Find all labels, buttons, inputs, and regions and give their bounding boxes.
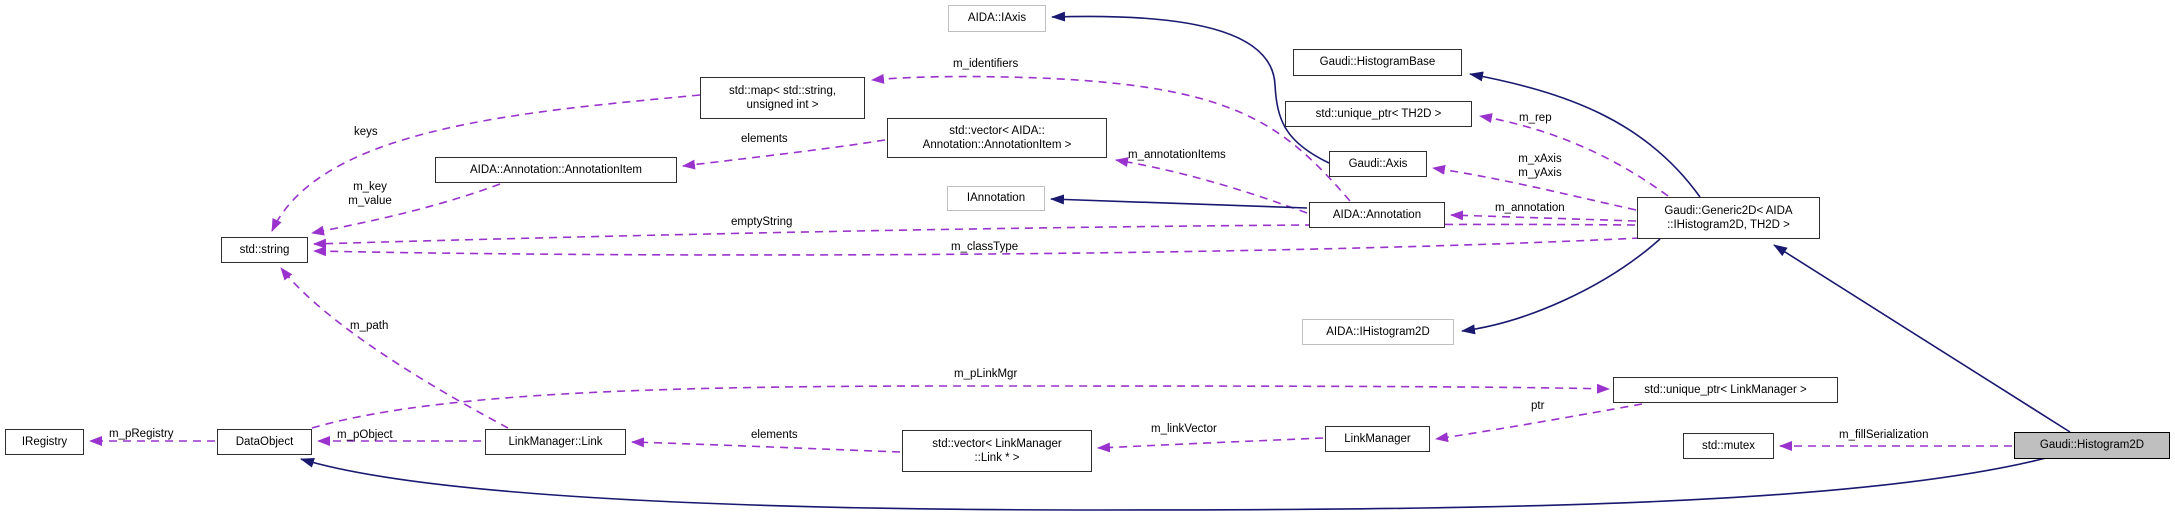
edge-elements-bottom	[631, 437, 901, 453]
node-gaudi-generic2d[interactable]: Gaudi::Generic2D< AIDA ::IHistogram2D, T…	[1637, 197, 1820, 239]
node-std-map[interactable]: std::map< std::string, unsigned int >	[700, 77, 865, 119]
edge-label-emptystring: emptyString	[731, 216, 793, 228]
edge-label-m-identifiers: m_identifiers	[953, 58, 1019, 70]
edge-generic2d-inherits-histogrambase	[1469, 71, 1701, 198]
node-std-vector-link[interactable]: std::vector< LinkManager ::Link * >	[902, 430, 1092, 472]
node-linkmanager[interactable]: LinkManager	[1325, 426, 1430, 452]
edge-label-keys: keys	[354, 126, 378, 138]
node-aida-annotation[interactable]: AIDA::Annotation	[1309, 202, 1445, 228]
node-std-string[interactable]: std::string	[221, 237, 308, 263]
edge-elements-top	[682, 139, 886, 170]
edge-label-m-path: m_path	[350, 320, 389, 332]
edge-label-m-fillserialization: m_fillSerialization	[1839, 429, 1929, 441]
edge-m-annotationitems	[1115, 157, 1308, 214]
node-aida-iaxis[interactable]: AIDA::IAxis	[948, 5, 1046, 32]
node-dataobject[interactable]: DataObject	[217, 429, 312, 455]
edge-m-rep	[1479, 113, 1669, 197]
edge-label-m-pobject: m_pObject	[337, 429, 393, 441]
edge-m-xaxis-m-yaxis	[1432, 164, 1637, 211]
edge-generic2d-inherits-ihistogram2d	[1461, 238, 1661, 335]
edge-label-ptr: ptr	[1531, 400, 1545, 412]
edge-histogram2d-inherits-generic2d	[1773, 244, 2071, 433]
edge-label-m-annotation: m_annotation	[1495, 202, 1565, 214]
node-std-unique-ptr-linkmanager[interactable]: std::unique_ptr< LinkManager >	[1613, 377, 1838, 403]
edge-label-elements-bottom: elements	[751, 429, 798, 441]
edge-label-m-classtype: m_classType	[951, 241, 1019, 253]
edge-label-m-plinkmgr: m_pLinkMgr	[954, 368, 1018, 380]
edge-label-m-key-m-value: m_key m_value	[348, 181, 392, 207]
node-iregistry[interactable]: IRegistry	[5, 429, 84, 455]
edge-axis-inherits-iaxis	[1051, 11, 1330, 164]
edge-m-linkvector	[1097, 437, 1324, 453]
node-std-vector-annotationitem[interactable]: std::vector< AIDA:: Annotation::Annotati…	[887, 118, 1107, 158]
node-aida-ihistogram2d[interactable]: AIDA::IHistogram2D	[1302, 319, 1454, 345]
node-gaudi-histogrambase[interactable]: Gaudi::HistogramBase	[1293, 49, 1462, 76]
edge-ptr	[1435, 403, 1643, 443]
edge-label-m-annotationitems: m_annotationItems	[1128, 149, 1226, 161]
node-gaudi-histogram2d[interactable]: Gaudi::Histogram2D	[2014, 432, 2170, 459]
node-gaudi-axis[interactable]: Gaudi::Axis	[1329, 151, 1427, 177]
edge-m-path	[280, 267, 509, 429]
edge-label-m-rep: m_rep	[1519, 112, 1552, 124]
edge-m-plinkmgr	[311, 383, 1610, 429]
node-linkmanager-link[interactable]: LinkManager::Link	[485, 429, 626, 455]
edge-keys	[271, 94, 701, 232]
edge-histogram2d-inherits-dataobject	[300, 457, 2047, 511]
edge-annotation-inherits-iannotation	[1050, 194, 1308, 209]
edge-m-classtype	[313, 237, 1641, 257]
edge-m-annotation	[1450, 210, 1637, 222]
node-std-mutex[interactable]: std::mutex	[1683, 433, 1774, 459]
edge-label-elements-top: elements	[741, 133, 788, 145]
edge-label-m-xaxis-m-yaxis: m_xAxis m_yAxis	[1518, 153, 1562, 179]
node-iannotation[interactable]: IAnnotation	[947, 186, 1045, 211]
edge-label-m-pregistry: m_pRegistry	[109, 428, 174, 440]
node-std-unique-ptr-th2d[interactable]: std::unique_ptr< TH2D >	[1285, 101, 1472, 127]
node-aida-annotation-annotationitem[interactable]: AIDA::Annotation::AnnotationItem	[435, 157, 677, 183]
edge-m-identifiers	[871, 73, 1351, 202]
edge-label-m-linkvector: m_linkVector	[1151, 423, 1217, 435]
